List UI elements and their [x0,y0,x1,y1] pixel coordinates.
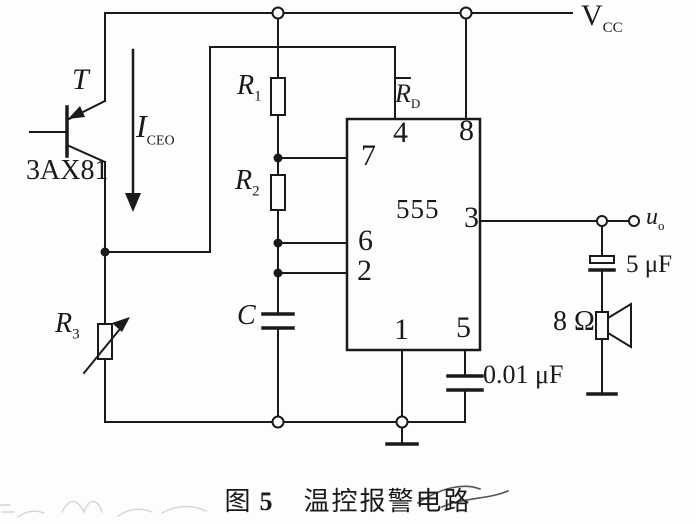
r2-label: R2 [235,165,260,200]
r3-arrow-icon [112,317,130,332]
pin7-label: 7 [361,139,376,172]
speaker-icon [586,302,632,396]
r3-label: R3 [55,308,80,343]
reset-pin-label: RD [395,79,421,112]
rail-node-gnd [395,415,409,429]
pin5-label: 5 [456,311,471,344]
node-terminals [271,6,640,429]
pin1-label: 1 [394,313,409,346]
collector-to-reset-wire [104,46,396,253]
capacitor-coupling [588,220,616,313]
output-node [596,215,608,227]
vcc-label: VCC [581,0,623,36]
transistor-model-label: 3AX81 [26,155,109,186]
pin6-label: 6 [358,224,373,257]
pin8-label: 8 [459,114,474,147]
watermark-scribble [416,485,510,509]
pin3-label: 3 [464,201,479,234]
transistor-designator-label: T [72,63,89,96]
leakage-current-arrow-icon [125,48,141,212]
ic-name-label: 555 [396,194,440,224]
output-terminal [628,215,640,227]
speaker-impedance-label: 8 Ω [553,306,595,337]
r1-label: R1 [237,70,262,105]
vcc-node-pin8 [459,6,473,20]
capacitor-bypass [446,349,484,423]
rail-node-c [271,415,285,429]
ic-555-body [345,117,482,352]
watermark-faint [0,500,207,518]
output-label: uo [646,204,665,233]
coupling-cap-label: 5 μF [626,251,673,278]
bypass-cap-label: 0.01 μF [483,360,564,389]
resistor-r3 [82,251,130,423]
junction-dots [100,153,283,278]
capacitor-timing [261,312,295,418]
vcc-node-r1 [271,6,285,20]
leakage-current-label: ICEO [136,108,175,149]
resistor-r1 [270,12,286,176]
transistor-symbol [29,12,107,253]
pin2-label: 2 [357,254,372,287]
emitter-arrow-icon [68,106,85,119]
ground-symbol-icon [385,426,419,446]
pin4-label: 4 [393,116,408,149]
timing-cap-label: C [237,300,256,331]
